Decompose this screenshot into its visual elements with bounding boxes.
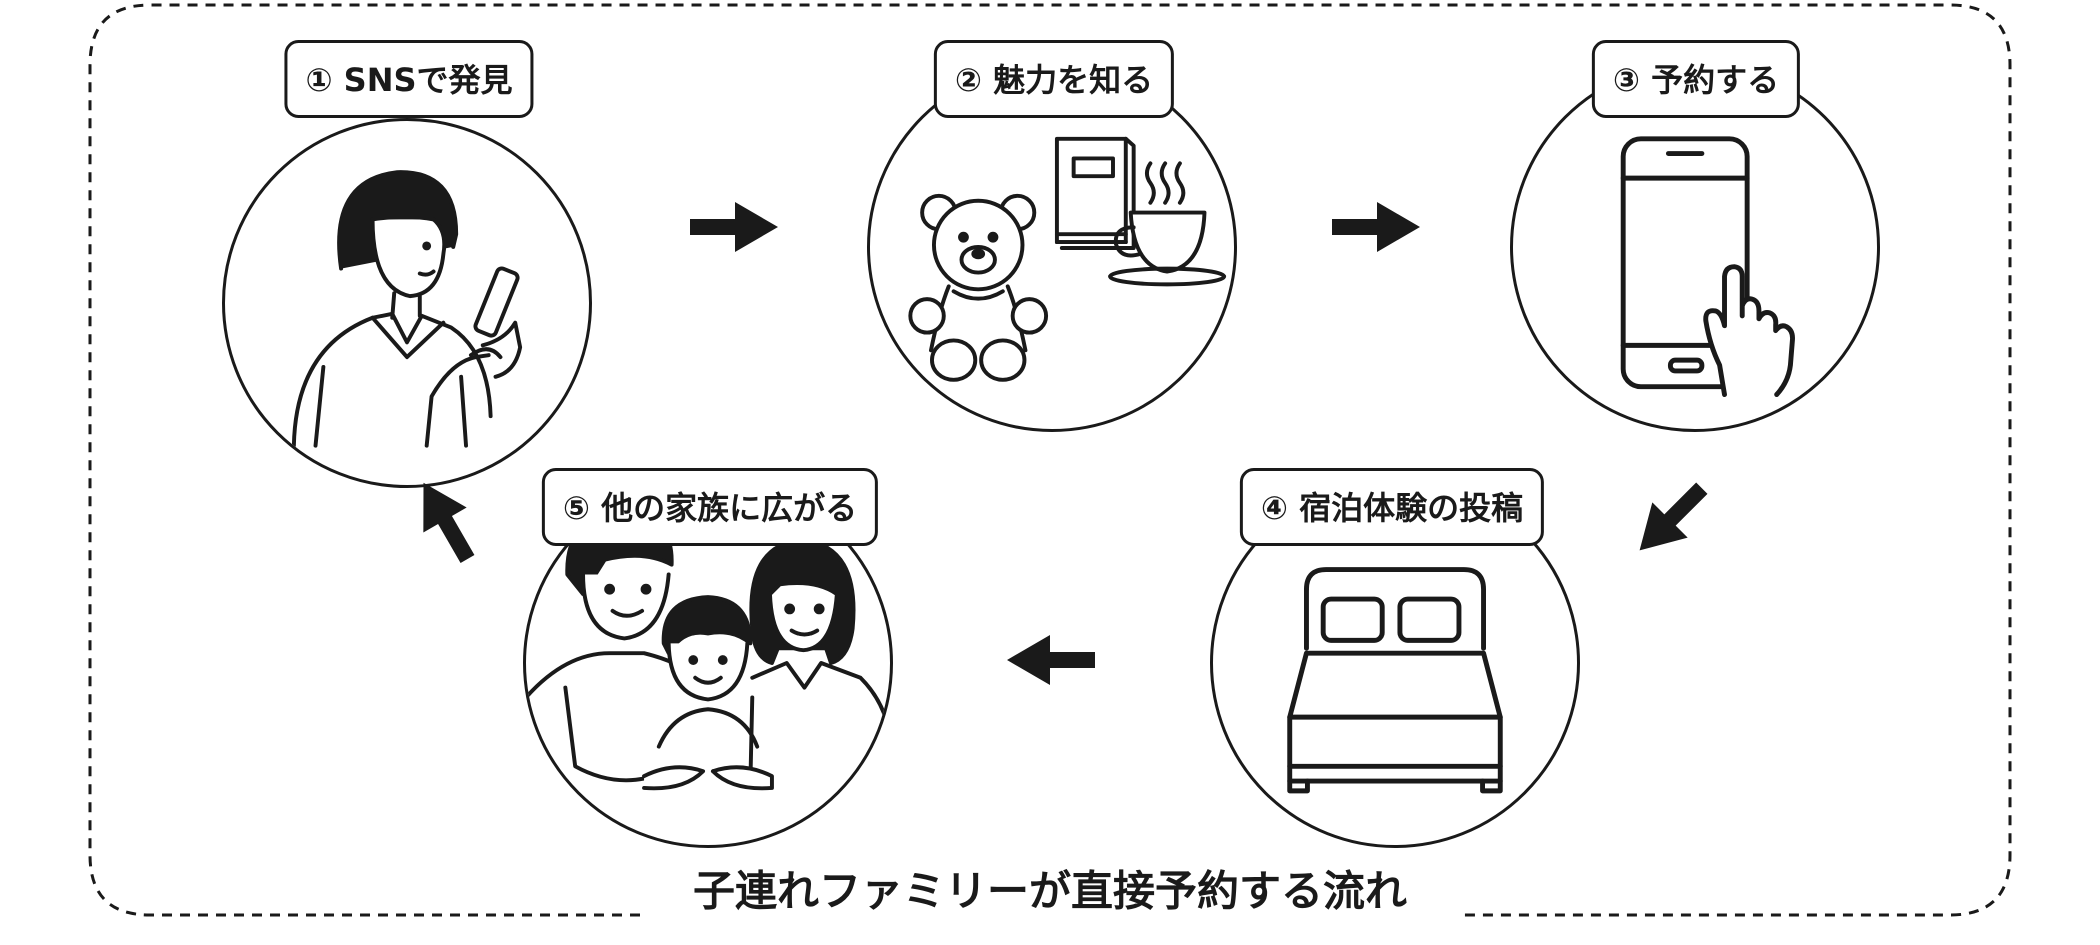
arrow-step4-to-step5 (1005, 630, 1095, 690)
step-2-circle (867, 62, 1237, 432)
step-1-circle (222, 118, 592, 488)
arrow-step3-to-step4 (1625, 482, 1715, 551)
woman-with-smartphone-icon (291, 170, 523, 448)
arrow-up-left-icon (423, 482, 475, 563)
step-3-circle (1510, 62, 1880, 432)
arrow-right-icon (1332, 202, 1420, 252)
family-icon (526, 510, 890, 791)
arrow-step2-to-step3 (1332, 197, 1422, 257)
step-2-label: ② 魅力を知る (933, 40, 1175, 118)
arrow-right-icon (690, 202, 778, 252)
step-3-label: ③ 予約する (1591, 40, 1801, 118)
arrow-down-left-icon (1639, 482, 1708, 551)
teddy-bear-book-coffee-icon (908, 136, 1227, 382)
arrow-left-icon (1007, 635, 1095, 685)
arrow-step1-to-step2 (690, 197, 780, 257)
step-5-label: ⑤ 他の家族に広がる (541, 468, 879, 546)
arrow-step5-to-step1 (400, 482, 490, 563)
diagram-caption: 子連れファミリーが直接予約する流れ (668, 857, 1432, 919)
step-4-label: ④ 宿泊体験の投稿 (1239, 468, 1545, 546)
step-1-label: ① SNSで発見 (284, 40, 534, 118)
double-bed-icon (1287, 567, 1503, 794)
smartphone-tap-icon (1620, 136, 1795, 398)
